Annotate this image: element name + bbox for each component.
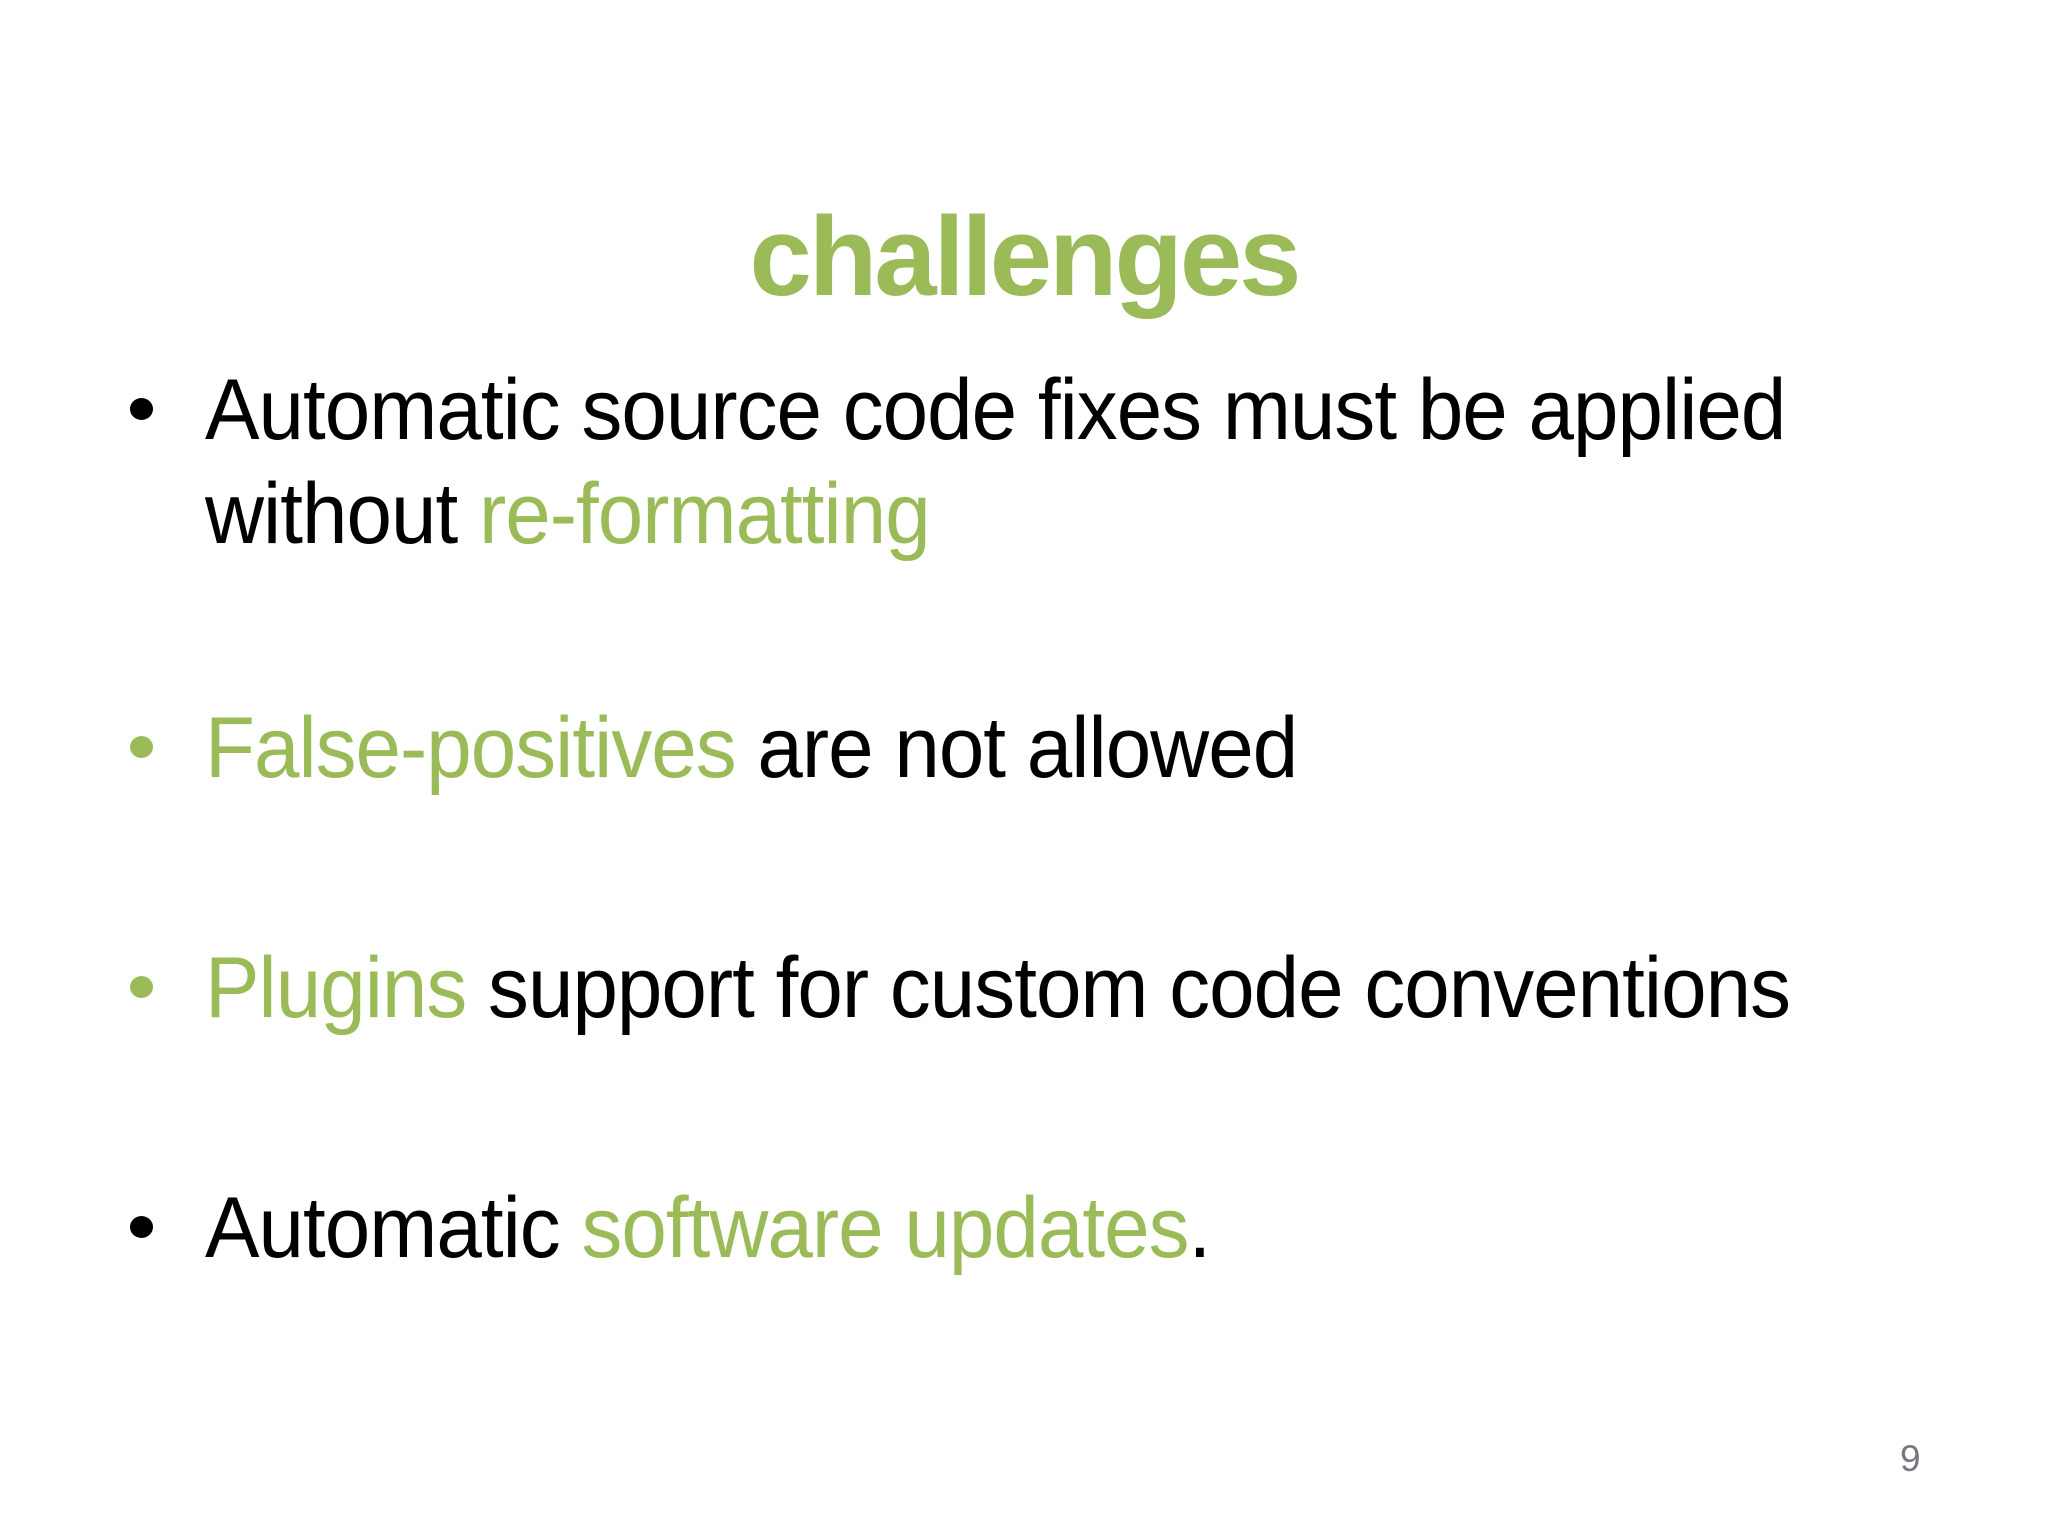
bullet-segment: support for custom code conventions — [466, 940, 1791, 1036]
bullet-text: Plugins support for custom code conventi… — [205, 936, 1842, 1040]
bullet-segment-highlight: Plugins — [205, 940, 467, 1036]
bullet-segment-highlight: software updates — [581, 1180, 1189, 1276]
bullet-item-4: Automatic software updates. — [128, 1176, 1928, 1280]
bullet-item-3: Plugins support for custom code conventi… — [128, 936, 1928, 1040]
bullet-segment: Automatic — [205, 1180, 582, 1276]
bullet-item-2: False-positives are not allowed — [128, 696, 1928, 800]
bullet-text: False-positives are not allowed — [205, 696, 1842, 800]
bullet-text: Automatic source code fixes must be appl… — [205, 358, 1842, 566]
bullet-segment-highlight: re-formatting — [478, 466, 931, 562]
bullet-segment: Automatic source code fixes must be appl… — [205, 362, 1786, 458]
bullet-text: Automatic software updates. — [205, 1176, 1842, 1280]
slide-title: challenges — [749, 194, 1302, 320]
bullet-segment: without — [205, 466, 479, 562]
bullet-dot — [130, 398, 153, 420]
bullet-item-1: Automatic source code fixes must be appl… — [128, 358, 1928, 566]
bullet-segment: . — [1188, 1180, 1211, 1276]
bullet-dot — [130, 976, 153, 998]
bullet-dot — [130, 736, 153, 758]
bullet-segment: are not allowed — [735, 700, 1298, 796]
bullet-segment-highlight: False-positives — [205, 700, 737, 796]
page-number: 9 — [1900, 1438, 1921, 1479]
bullet-dot — [130, 1216, 153, 1238]
